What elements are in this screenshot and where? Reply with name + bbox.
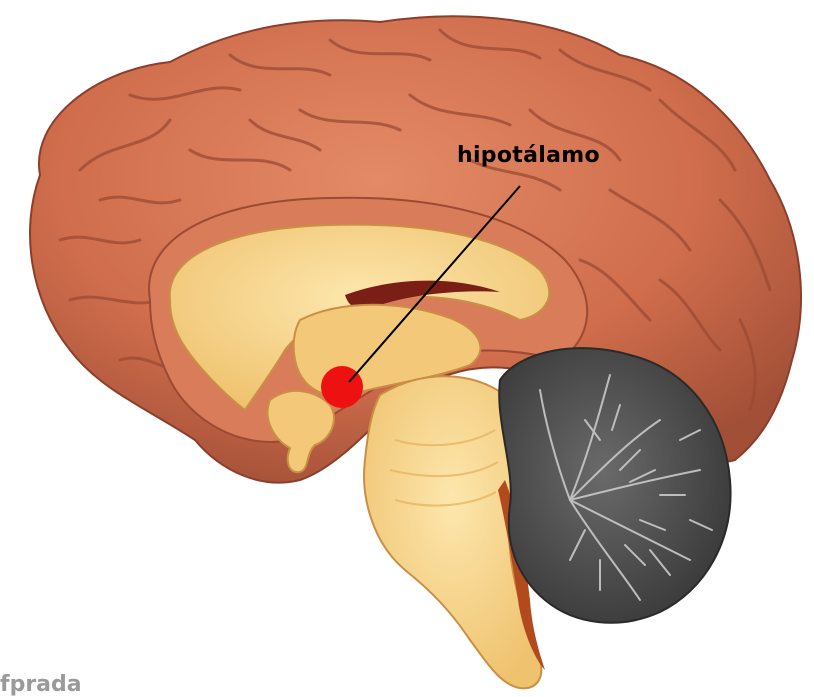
hypothalamus-label: hipotálamo — [457, 143, 600, 168]
author-watermark: fprada — [0, 672, 82, 697]
